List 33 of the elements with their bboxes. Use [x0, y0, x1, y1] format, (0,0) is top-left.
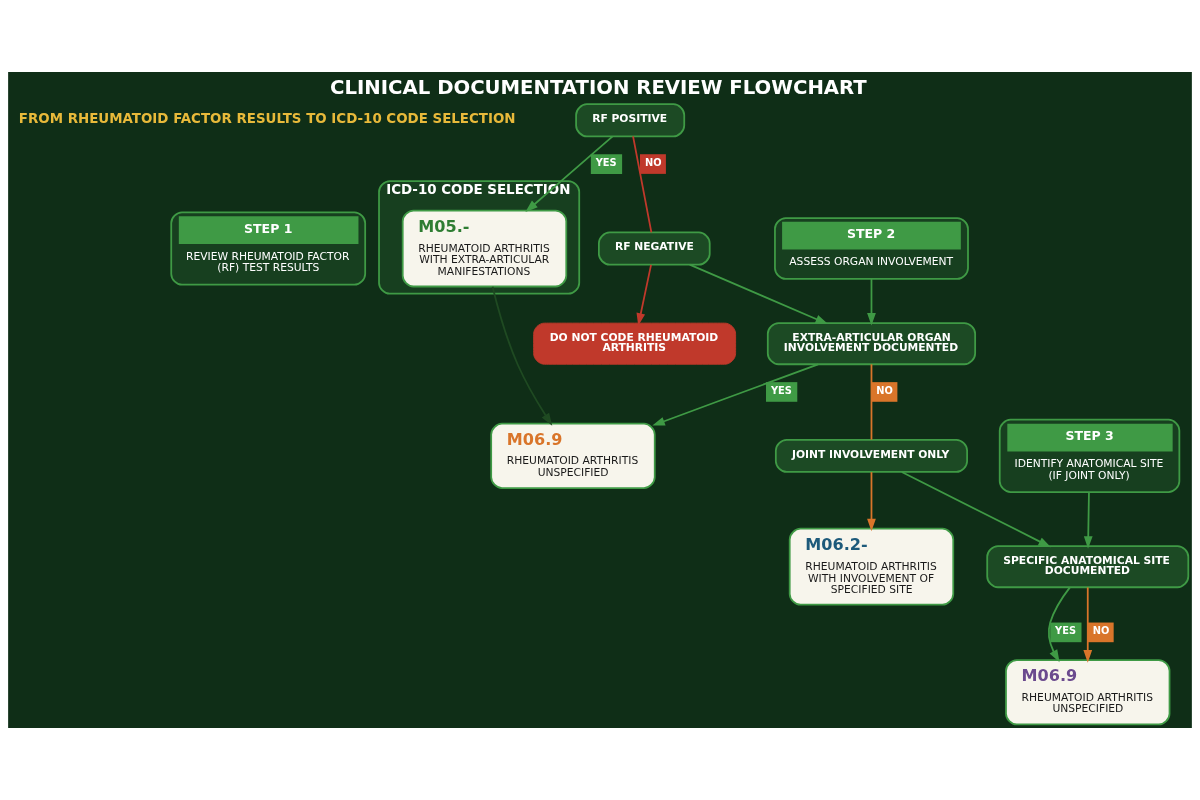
node-box: M06.9 RHEUMATOID ARTHRITIS UNSPECIFIED	[1005, 659, 1171, 726]
node-box: JOINT INVOLVEMENT ONLY	[774, 438, 968, 473]
arrow	[1083, 586, 1093, 663]
node-box: STEP 1 REVIEW RHEUMATOID FACTOR (RF) TEST RESULTS	[170, 211, 367, 286]
node-box: EXTRA-ARTICULAR ORGAN INVOLVEMENT DOCUMENTED	[766, 322, 977, 366]
node-box: SPECIFIC ANATOMICAL SITE DOCUMENTED	[986, 545, 1190, 589]
arrow	[525, 135, 614, 213]
connector	[632, 135, 653, 234]
arrow	[867, 278, 876, 326]
label: FROM RHEUMATOID FACTOR RESULTS TO ICD-10 CODE SELECTION	[18, 110, 516, 126]
arrow	[900, 471, 1051, 548]
node-box: STEP 2 ASSESS ORGAN INVOLVEMENT	[774, 217, 969, 280]
node-box: M05.- RHEUMATOID ARTHRITIS WITH EXTRA-ARTICULAR MANIFESTATIONS	[401, 209, 568, 288]
node-box: STEP 3 IDENTIFY ANATOMICAL SITE (IF JOINT ONLY)	[998, 418, 1181, 493]
arrow	[1047, 586, 1071, 663]
node-box: M06.2- RHEUMATOID ARTHRITIS WITH INVOLVEMENT OF SPECIFIED SITE	[788, 527, 955, 606]
node-box: DO NOT CODE RHEUMATOID ARTHRITIS	[533, 322, 737, 365]
edge-label: YES	[595, 156, 617, 168]
node-box: RF NEGATIVE	[598, 231, 711, 266]
arrow	[636, 263, 652, 326]
arrow	[867, 471, 876, 532]
edge-label: NO	[876, 384, 893, 396]
edge-label: NO	[644, 156, 662, 168]
arrow	[688, 263, 828, 325]
arrow	[1083, 491, 1093, 549]
node-box: RF POSITIVE	[575, 103, 686, 138]
arrow	[652, 363, 819, 426]
diagram-title: CLINICAL DOCUMENTATION REVIEW FLOWCHART	[330, 75, 867, 99]
edge-label: YES	[770, 384, 792, 396]
edge-label: YES	[1055, 624, 1077, 636]
arrow	[491, 285, 553, 426]
edge-label: NO	[1092, 624, 1110, 636]
node-box: M06.9 RHEUMATOID ARTHRITIS UNSPECIFIED	[490, 422, 656, 489]
